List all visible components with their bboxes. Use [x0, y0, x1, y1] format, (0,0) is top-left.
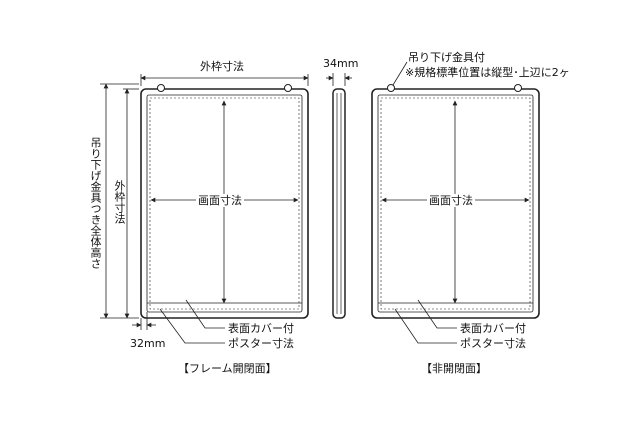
left-hanging-hooks [157, 84, 292, 92]
left-caption: 【フレーム開閉面】 [178, 362, 277, 375]
left-margin-label: 32mm [130, 337, 166, 350]
left-outer-width-dimension [140, 74, 309, 86]
right-screen-size-label: 画面寸法 [427, 194, 475, 207]
side-profile [326, 73, 352, 319]
right-hook-note: ※規格標準位置は縦型･上辺に2ヶ [405, 66, 570, 79]
left-overall-height-label: 吊り下げ金具つき全体高さ [89, 135, 102, 271]
left-surface-cover-label: 表面カバー付 [228, 322, 294, 335]
left-outer-width-label: 外枠寸法 [198, 60, 246, 73]
left-overall-height-dimension [100, 83, 139, 319]
right-leaders [392, 61, 457, 344]
left-leaders [159, 299, 225, 344]
left-outer-height-label: 外枠寸法 [113, 178, 126, 226]
right-caption: 【非開閉面】 [421, 362, 487, 375]
right-hanging-hooks [387, 84, 522, 92]
left-screen-size-label: 画面寸法 [196, 194, 244, 207]
right-poster-size-label: ポスター寸法 [460, 337, 526, 350]
right-hook-label: 吊り下げ金具付 [408, 51, 485, 64]
left-margin-dimension [132, 312, 156, 330]
side-depth-label: 34mm [323, 57, 359, 70]
left-poster-size-label: ポスター寸法 [228, 337, 294, 350]
right-surface-cover-label: 表面カバー付 [460, 322, 526, 335]
